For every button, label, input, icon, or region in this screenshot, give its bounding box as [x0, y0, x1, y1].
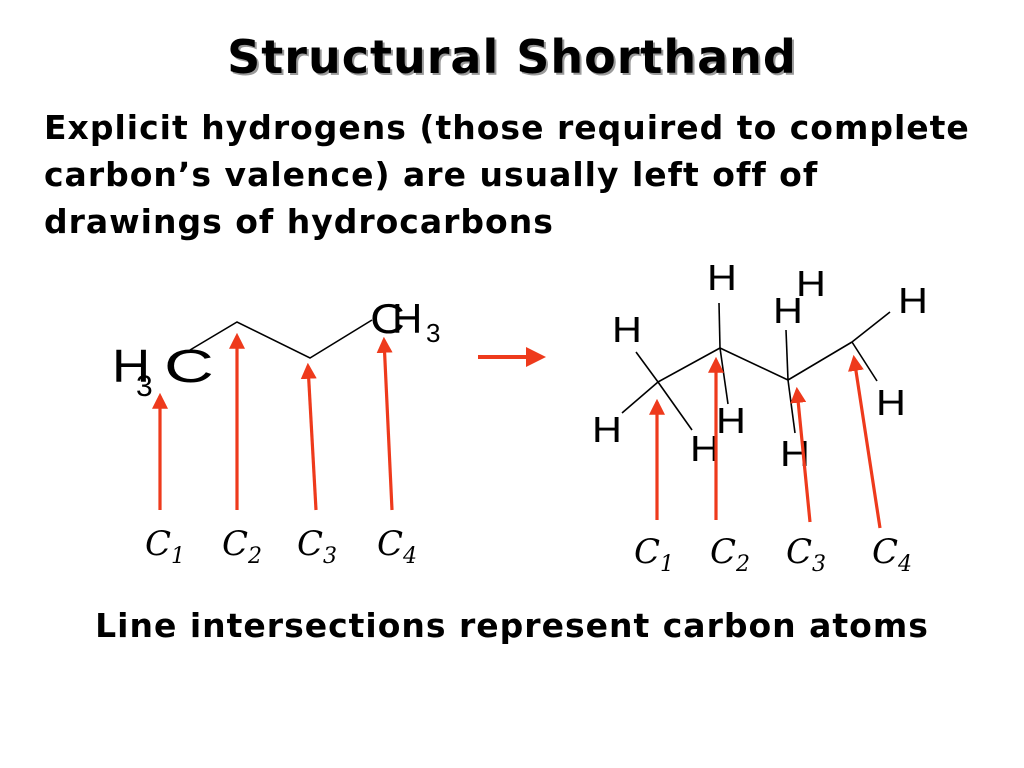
body-line-1: Explicit hydrogens (those required to co… — [44, 108, 970, 147]
left-subscript-3: 3 — [136, 370, 153, 403]
right-c-atom: C — [370, 295, 405, 342]
full-pointer-arrows — [649, 354, 882, 529]
pointer-arrow-c4 — [848, 354, 882, 529]
carbon-label-c3: C3 — [297, 524, 337, 569]
carbon-label-c2: C2 — [222, 524, 262, 569]
hydrogen-atom: H — [898, 281, 928, 321]
hydrogen-atom: H — [612, 310, 642, 350]
full-bonds — [621, 302, 891, 434]
carbon-label-c1: C1 — [145, 524, 185, 569]
hydrogen-atom: H — [773, 291, 803, 331]
carbon-label-c2: C2 — [710, 532, 750, 577]
full-structure: H H H H H H H H H H C1 C2 C3 C4 — [592, 258, 928, 577]
body-line-3: drawings of hydrocarbons — [44, 202, 554, 241]
hydrogen-atom: H — [876, 383, 906, 423]
pointer-arrow-c3 — [300, 362, 318, 511]
skeletal-carbon-labels: C1 C2 C3 C4 — [145, 524, 417, 569]
transform-arrow — [478, 347, 546, 367]
left-ch3-group: H 3 C — [112, 340, 214, 403]
right-subscript-3: 3 — [426, 318, 440, 348]
skeletal-structure: H 3 C C H 3 C1 C2 C3 C4 — [112, 295, 440, 569]
hydrogen-atom: H — [707, 258, 737, 298]
skeletal-pointer-arrows — [152, 332, 394, 511]
left-h-atom: H — [112, 340, 150, 392]
pointer-arrow-c4 — [376, 336, 394, 511]
hydrogen-atom: H — [592, 410, 622, 450]
full-carbon-labels: C1 C2 C3 C4 — [634, 532, 912, 577]
caption: Line intersections represent carbon atom… — [95, 606, 929, 645]
carbon-label-c1: C1 — [634, 532, 674, 577]
right-h-atom: H — [392, 295, 422, 342]
carbon-label-c3: C3 — [786, 532, 826, 577]
left-c-atom: C — [164, 341, 214, 392]
slide-title: Structural Shorthand — [227, 30, 797, 84]
body-line-2: carbon’s valence) are usually left off o… — [44, 155, 819, 194]
hydrogen-atom: H — [716, 401, 746, 441]
skeletal-bonds — [189, 319, 373, 359]
hydrogen-atom: H — [796, 264, 826, 304]
carbon-label-c4: C4 — [872, 532, 912, 577]
right-ch3-group: C H 3 — [370, 295, 440, 348]
pointer-arrow-c3 — [790, 386, 812, 523]
carbon-label-c4: C4 — [377, 524, 417, 569]
body-text: Explicit hydrogens (those required to co… — [44, 104, 1004, 245]
